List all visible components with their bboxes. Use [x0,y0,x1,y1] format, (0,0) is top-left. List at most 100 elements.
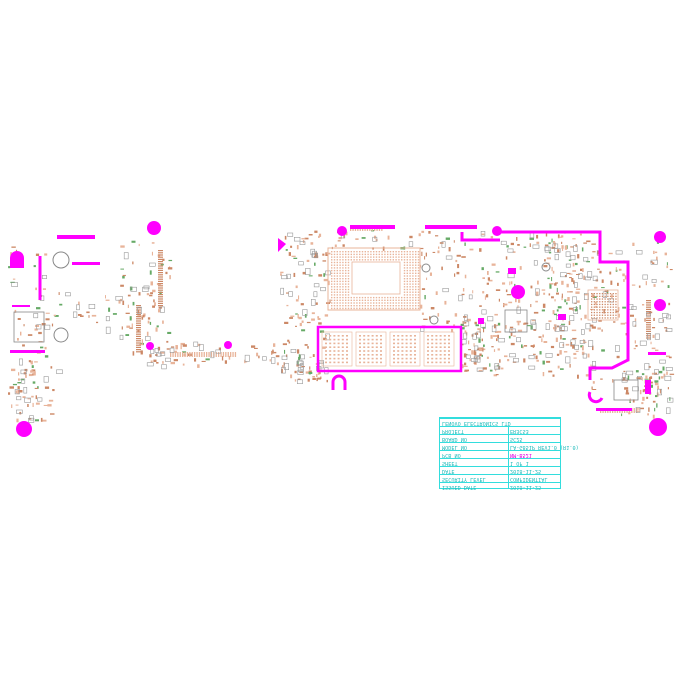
passive-component [562,343,564,347]
memory-chip-ball [346,350,348,352]
passive-component [517,322,520,326]
passive-component [319,330,325,333]
passive-component [224,360,227,364]
passive-component [549,283,554,285]
passive-component [40,417,43,422]
bga-ball [406,305,408,307]
memory-chip-ball [409,346,412,348]
passive-component [518,299,521,303]
bga-ball [409,253,411,256]
passive-component [269,359,271,362]
memory-chip-ball [341,354,344,356]
passive-component [632,399,635,403]
passive-component [317,318,321,320]
bga-ball [333,275,336,277]
passive-component [504,355,508,358]
title-block-label: PCB NO [442,452,461,459]
component-outline [41,275,47,279]
component-outline [130,286,137,292]
passive-component [311,312,315,315]
memory-chip-ball [393,357,395,360]
bga-ball [339,267,341,269]
passive-component [551,266,553,272]
passive-component [151,251,153,256]
passive-component [287,339,290,342]
memory-chip-ball [414,354,416,356]
bga-ball [342,269,344,272]
highlight-traces [38,230,630,380]
passive-component [17,390,20,395]
bga-ball [591,314,593,316]
bga-ball [359,253,361,256]
component-outline [88,303,96,309]
bga-ball [378,253,380,256]
title-block-value: CONFIDENTIAL [510,476,548,483]
passive-component [556,353,560,356]
bga-ball [412,267,414,269]
passive-component [375,238,378,242]
bga-ball [409,272,411,274]
component-outline [531,322,537,330]
component-outline [532,244,540,249]
bga-ball [361,307,364,310]
connector-bar-right [648,352,666,355]
passive-component [557,365,560,369]
connector-pin [646,328,651,330]
memory-chip-ball [325,350,327,352]
passive-component [587,353,590,358]
passive-component [656,241,659,244]
bga-ball [350,253,352,256]
bga-ball [347,280,350,283]
component-outline [24,397,31,403]
memory-chip-ball [405,361,408,364]
passive-component [140,350,143,355]
passive-component [299,371,304,373]
passive-component [282,343,287,346]
bga-ball [339,294,341,296]
passive-component [568,321,571,325]
passive-component [482,347,484,352]
passive-component [453,240,455,243]
passive-component [424,256,426,260]
passive-component [556,309,559,312]
memory-chip [321,331,353,367]
passive-component [482,367,487,370]
passive-component [549,251,552,254]
bga-ball [615,303,617,306]
bga-ball [336,291,338,293]
passive-component [552,270,555,274]
bga-ball [591,306,593,308]
memory-chip-ball [427,354,429,356]
connector-pin [136,344,141,346]
passive-component [182,363,185,366]
component-outline [516,337,522,343]
bga-ball [403,291,406,293]
passive-component [308,275,313,277]
memory-chip-ball [337,346,340,348]
bga-ball [596,317,598,319]
bga-ball [599,295,601,297]
passive-component [498,298,500,302]
bga-ball [381,256,383,258]
passive-component [329,299,331,304]
passive-component [658,376,661,380]
passive-component [555,282,558,284]
bga-ball [403,272,406,274]
passive-component [554,283,557,286]
passive-component [598,320,602,322]
bga-ball [401,302,403,304]
passive-component [120,268,124,270]
bga-ball [370,256,372,258]
capacitor-small-2 [429,315,439,325]
connector-pin [158,294,163,296]
bga-ball [347,272,350,274]
bga-ball [403,278,406,280]
passive-component [42,419,47,422]
component-outline [480,231,486,237]
passive-component [315,252,318,257]
passive-component [171,346,175,348]
bga-ball [345,251,347,253]
bga-ball [417,259,420,261]
bga-ball [415,294,417,296]
component-outline [658,318,664,323]
